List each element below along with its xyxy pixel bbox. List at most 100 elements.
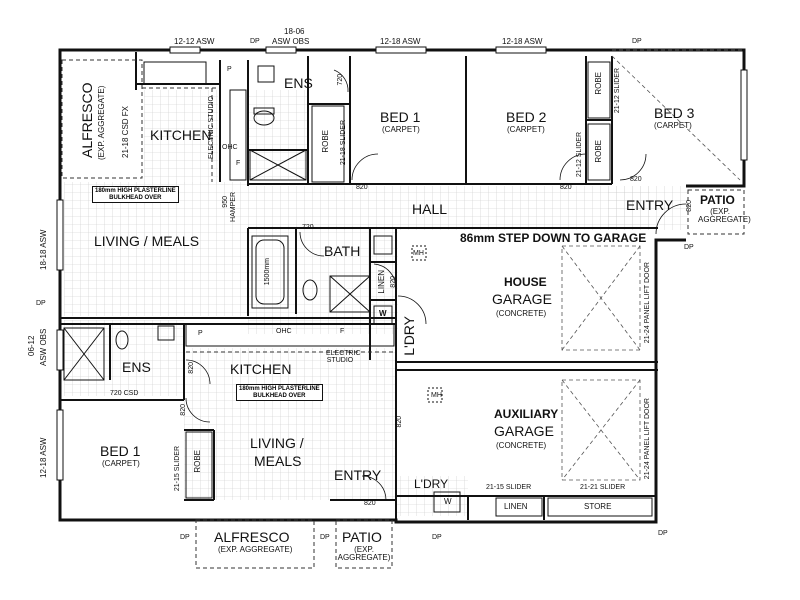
windows (56, 46, 748, 481)
window-06-12-b: ASW OBS (39, 328, 48, 366)
downpipe-6: DP (320, 534, 330, 541)
dashed-outlines (61, 49, 745, 569)
bed1-bottom-sublabel: (CARPET) (102, 459, 140, 468)
slider-linen-note: 21-15 SLIDER (486, 484, 532, 491)
window-06-12-a: 06-12 (27, 335, 36, 356)
fixture-ohc-top: OHC (222, 144, 238, 151)
electric-studio-bottom-note: ELECTRIC STUDIO (326, 350, 361, 365)
window-12-18-left-bottom: 12-18 ASW (39, 437, 48, 478)
door-820-bed3: 820 (630, 176, 642, 183)
laundry-top-label: L'DRY (401, 316, 417, 356)
garage-door-markings (561, 55, 741, 481)
window-12-12: 12-12 ASW (174, 37, 215, 46)
bed1-bottom-label: BED 1 (100, 443, 141, 459)
slider-ens-note: 21-18 SLIDER (340, 120, 347, 166)
hamper-note: HAMPER (230, 192, 237, 222)
downpipe-1: DP (250, 38, 260, 45)
alfresco-top-label: ALFRESCO (79, 82, 95, 158)
hamper-950-note: 950 (222, 196, 229, 208)
robe-bed2-label: ROBE (594, 140, 603, 163)
laundry-bottom-label: L'DRY (414, 477, 449, 491)
bulkhead-bottom-note: 180mm HIGH PLASTERLINE BULKHEAD OVER (236, 384, 323, 402)
bulkhead-top-line2: BULKHEAD OVER (109, 194, 162, 201)
living-bottom-label-1: LIVING / (250, 435, 304, 451)
bed3-label: BED 3 (654, 105, 695, 121)
downpipe-4: DP (36, 300, 46, 307)
slider-bed3-note: 21-12 SLIDER (614, 68, 621, 114)
bed3-sublabel: (CARPET) (654, 121, 692, 130)
entry-top-label: ENTRY (626, 197, 674, 213)
bed2-sublabel: (CARPET) (507, 125, 545, 134)
ens-bottom-label: ENS (122, 359, 151, 375)
door-swings (185, 69, 687, 501)
house-garage-sublabel: (CONCRETE) (496, 309, 547, 318)
downpipe-8: DP (658, 530, 668, 537)
downpipe-5: DP (180, 534, 190, 541)
door-720-bath: 720 (302, 224, 314, 231)
fixtures (63, 61, 653, 517)
door-820-bed2: 820 (560, 184, 572, 191)
entry-bottom-label: ENTRY (334, 467, 382, 483)
robe-bed3-label: ROBE (594, 72, 603, 95)
alfresco-bottom-label: ALFRESCO (214, 529, 290, 545)
csd-bottom-note: 720 CSD (110, 390, 139, 397)
window-12-18-bed1: 12-18 ASW (380, 37, 421, 46)
door-820-ldry: 820 (396, 415, 404, 428)
bulkhead-top-note: 180mm HIGH PLASTERLINE BULKHEAD OVER (92, 186, 179, 204)
door-820-ens-b: 820 (188, 362, 195, 374)
bed1-top-label: BED 1 (380, 109, 421, 125)
slider-store-note: 21-21 SLIDER (580, 484, 626, 491)
aux-garage-label-1: AUXILIARY (494, 407, 559, 421)
fx-note: 21-18 CSD FX (121, 105, 130, 158)
door-720-ens: 720 (337, 73, 345, 86)
bath-size-note: 1500mm (264, 258, 271, 286)
patio-top-sublabel: (EXP. AGGREGATE) (698, 207, 751, 225)
door-820-linen: 820 (390, 276, 397, 288)
electric-studio-top-note: ELECTRIC STUDIO (208, 96, 215, 160)
door-820-bed1-b: 820 (180, 404, 187, 416)
downpipe-2: DP (632, 38, 642, 45)
window-18-18-left: 18-18 ASW (39, 229, 48, 270)
slider-bed2-note: 21-12 SLIDER (576, 132, 583, 178)
window-18-06-a: 18-06 (284, 27, 305, 36)
slider-bed1-bottom-note: 21-15 SLIDER (174, 446, 181, 492)
living-top-label: LIVING / MEALS (94, 233, 200, 249)
linen-top-label: LINEN (377, 270, 386, 294)
aux-garage-sublabel: (CONCRETE) (496, 441, 547, 450)
fixture-p-top: P (227, 66, 232, 73)
patio-bottom-sublabel: (EXP. AGGREGATE) (337, 545, 391, 563)
hall-label: HALL (412, 201, 448, 217)
alfresco-bottom-sublabel: (EXP. AGGREGATE) (218, 545, 293, 554)
step-down-note: 86mm STEP DOWN TO GARAGE (460, 231, 647, 245)
bulkhead-bottom-line2: BULKHEAD OVER (253, 392, 306, 399)
tiled-floors (64, 90, 688, 516)
house-garage-label-1: HOUSE (504, 275, 547, 289)
linen-bottom-label: LINEN (504, 502, 528, 511)
patio-top-label: PATIO (700, 193, 735, 207)
mh-top: MH (413, 250, 424, 257)
fixture-f-top: F (236, 160, 241, 167)
alfresco-top-sublabel: (EXP. AGGREGATE) (97, 85, 106, 160)
store-label: STORE (584, 502, 612, 511)
ens-top-label: ENS (284, 75, 313, 91)
door-820-entry: 820 (686, 200, 693, 212)
downpipe-3: DP (684, 244, 694, 251)
bulkhead-top-line1: 180mm HIGH PLASTERLINE (95, 188, 176, 194)
w-top: W (379, 309, 387, 318)
bed1-top-sublabel: (CARPET) (382, 125, 420, 134)
mh-bottom: MH (431, 392, 442, 399)
bulkhead-bottom-line1: 180mm HIGH PLASTERLINE (239, 386, 320, 392)
robe-bottom-label: ROBE (193, 450, 202, 473)
w-bottom: W (444, 497, 452, 506)
panel-door-aux-note: 21-24 PANEL LIFT DOOR (644, 398, 651, 480)
robe-ens-label: ROBE (321, 130, 330, 153)
window-18-06-b: ASW OBS (272, 37, 310, 46)
aux-garage-label-2: GARAGE (494, 423, 554, 439)
door-820-entry-b: 820 (364, 500, 376, 507)
patio-bottom-label: PATIO (342, 529, 382, 545)
bed2-label: BED 2 (506, 109, 547, 125)
kitchen-top-label: KITCHEN (150, 127, 212, 143)
kitchen-bottom-label: KITCHEN (230, 361, 292, 377)
bath-label: BATH (324, 243, 361, 259)
